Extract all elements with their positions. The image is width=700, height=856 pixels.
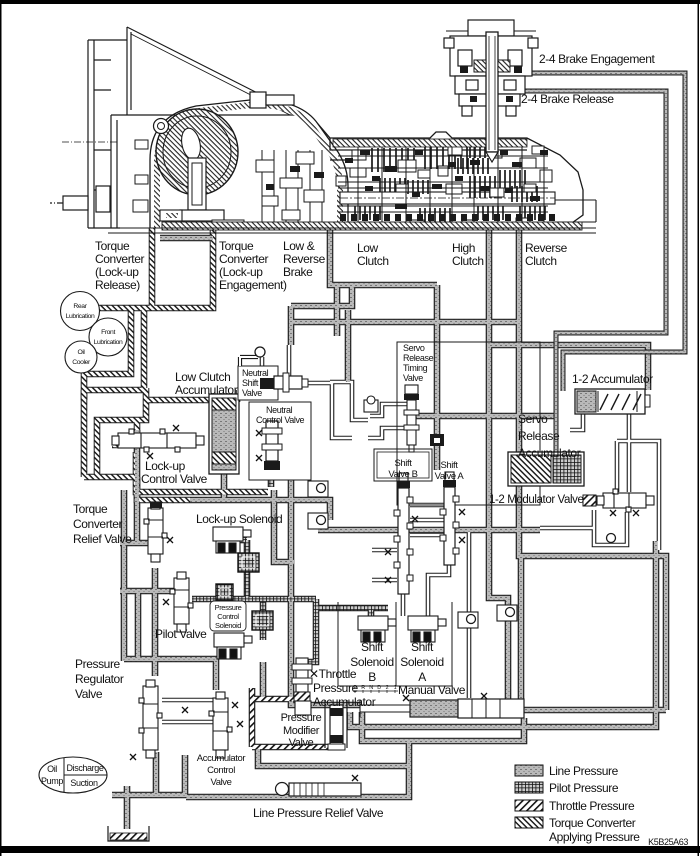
svg-text:Torque: Torque xyxy=(73,502,108,516)
svg-text:Oil: Oil xyxy=(47,764,57,774)
svg-text:Shift: Shift xyxy=(242,378,259,388)
svg-text:Clutch: Clutch xyxy=(525,254,557,268)
svg-text:Control: Control xyxy=(207,765,235,776)
svg-text:Control Valve: Control Valve xyxy=(256,415,305,425)
svg-text:Modifier: Modifier xyxy=(283,725,320,737)
svg-text:Converter: Converter xyxy=(73,517,122,531)
svg-text:Relief Valve: Relief Valve xyxy=(73,532,132,546)
svg-text:Release): Release) xyxy=(95,278,140,292)
svg-text:Lock-up Solenoid: Lock-up Solenoid xyxy=(196,512,282,526)
svg-text:Pressure: Pressure xyxy=(75,657,121,671)
svg-text:Neutral: Neutral xyxy=(266,405,293,415)
svg-text:Brake: Brake xyxy=(283,265,313,279)
svg-text:Servo: Servo xyxy=(403,343,425,353)
svg-text:Valve: Valve xyxy=(210,777,231,788)
svg-text:Pressure: Pressure xyxy=(215,603,242,612)
svg-text:Shift: Shift xyxy=(411,640,434,654)
svg-text:D: D xyxy=(377,685,381,691)
svg-text:Lock-up: Lock-up xyxy=(145,459,186,473)
svg-text:A: A xyxy=(418,670,426,684)
svg-text:Torque: Torque xyxy=(95,239,130,253)
svg-text:2-4 Brake Release: 2-4 Brake Release xyxy=(521,92,614,106)
svg-text:Pressure: Pressure xyxy=(313,681,359,695)
svg-text:P: P xyxy=(353,685,357,691)
svg-text:Lubrication: Lubrication xyxy=(66,313,95,320)
svg-text:Valve B: Valve B xyxy=(388,469,417,480)
svg-text:Pressure: Pressure xyxy=(281,712,322,724)
svg-text:Clutch: Clutch xyxy=(452,254,484,268)
svg-text:Pump: Pump xyxy=(41,776,63,786)
svg-text:Low Clutch: Low Clutch xyxy=(175,370,230,384)
svg-text:Manual Valve: Manual Valve xyxy=(398,683,466,697)
svg-text:Torque Converter: Torque Converter xyxy=(549,816,636,830)
svg-text:1-2 Accumulator: 1-2 Accumulator xyxy=(572,372,653,386)
svg-text:Control: Control xyxy=(217,612,239,621)
svg-text:Engagement): Engagement) xyxy=(219,278,287,292)
svg-text:Torque: Torque xyxy=(219,239,254,253)
svg-text:✕Throttle: ✕Throttle xyxy=(309,667,357,681)
svg-text:Release: Release xyxy=(403,353,434,363)
svg-text:Valve: Valve xyxy=(242,388,262,398)
svg-text:Valve: Valve xyxy=(403,373,423,383)
svg-text:(Lock-up: (Lock-up xyxy=(95,265,139,279)
svg-text:Discharge: Discharge xyxy=(67,763,104,773)
svg-text:Line Pressure Relief Valve: Line Pressure Relief Valve xyxy=(253,806,384,820)
svg-text:Rear: Rear xyxy=(73,303,87,310)
svg-text:Valve: Valve xyxy=(289,737,314,749)
svg-text:(Lock-up: (Lock-up xyxy=(219,265,263,279)
svg-text:Line Pressure: Line Pressure xyxy=(549,764,619,778)
svg-text:2-4 Brake Engagement: 2-4 Brake Engagement xyxy=(539,52,655,66)
svg-text:Clutch: Clutch xyxy=(357,254,389,268)
svg-text:Neutral: Neutral xyxy=(242,368,269,378)
svg-text:Control Valve: Control Valve xyxy=(141,472,208,486)
svg-text:Pilot Valve: Pilot Valve xyxy=(155,627,207,641)
svg-text:Shift: Shift xyxy=(440,460,458,471)
svg-text:Suction: Suction xyxy=(70,778,98,788)
svg-text:Applying Pressure: Applying Pressure xyxy=(549,830,640,844)
svg-text:Solenoid: Solenoid xyxy=(350,655,394,669)
svg-text:Low &: Low & xyxy=(283,239,315,253)
svg-text:1-2 Modulator Valve: 1-2 Modulator Valve xyxy=(489,494,583,506)
svg-text:N: N xyxy=(369,685,373,691)
svg-text:Valve A: Valve A xyxy=(435,471,465,482)
svg-text:Solenoid: Solenoid xyxy=(400,655,444,669)
svg-text:High: High xyxy=(452,241,475,255)
svg-text:R: R xyxy=(361,685,365,691)
svg-text:Valve: Valve xyxy=(75,687,103,701)
svg-text:Solenoid: Solenoid xyxy=(215,621,241,630)
svg-text:Accumulator: Accumulator xyxy=(313,695,376,709)
svg-text:Cooler: Cooler xyxy=(72,359,91,366)
svg-text:Accumulator: Accumulator xyxy=(175,383,238,397)
svg-text:Shift: Shift xyxy=(361,640,384,654)
svg-text:Converter: Converter xyxy=(95,252,144,266)
svg-text:Timing: Timing xyxy=(403,363,428,373)
svg-text:Reverse: Reverse xyxy=(283,252,326,266)
svg-text:1: 1 xyxy=(394,685,397,691)
svg-text:Release: Release xyxy=(518,429,560,443)
svg-text:Throttle Pressure: Throttle Pressure xyxy=(549,799,635,813)
svg-text:Shift: Shift xyxy=(394,458,412,469)
svg-text:2: 2 xyxy=(386,685,389,691)
svg-text:Servo: Servo xyxy=(518,412,548,426)
svg-text:Oil: Oil xyxy=(77,349,85,356)
svg-text:Regulator: Regulator xyxy=(75,672,124,686)
svg-text:Accumulator: Accumulator xyxy=(518,446,581,460)
svg-text:Accumulator: Accumulator xyxy=(197,753,246,764)
svg-text:K5B25A63: K5B25A63 xyxy=(648,837,688,847)
svg-text:B: B xyxy=(368,670,376,684)
svg-text:Reverse: Reverse xyxy=(525,241,568,255)
svg-text:Low: Low xyxy=(357,241,379,255)
svg-text:Lubrication: Lubrication xyxy=(94,339,123,346)
svg-text:Pilot Pressure: Pilot Pressure xyxy=(549,781,619,795)
svg-text:Front: Front xyxy=(101,329,115,336)
svg-text:Converter: Converter xyxy=(219,252,268,266)
